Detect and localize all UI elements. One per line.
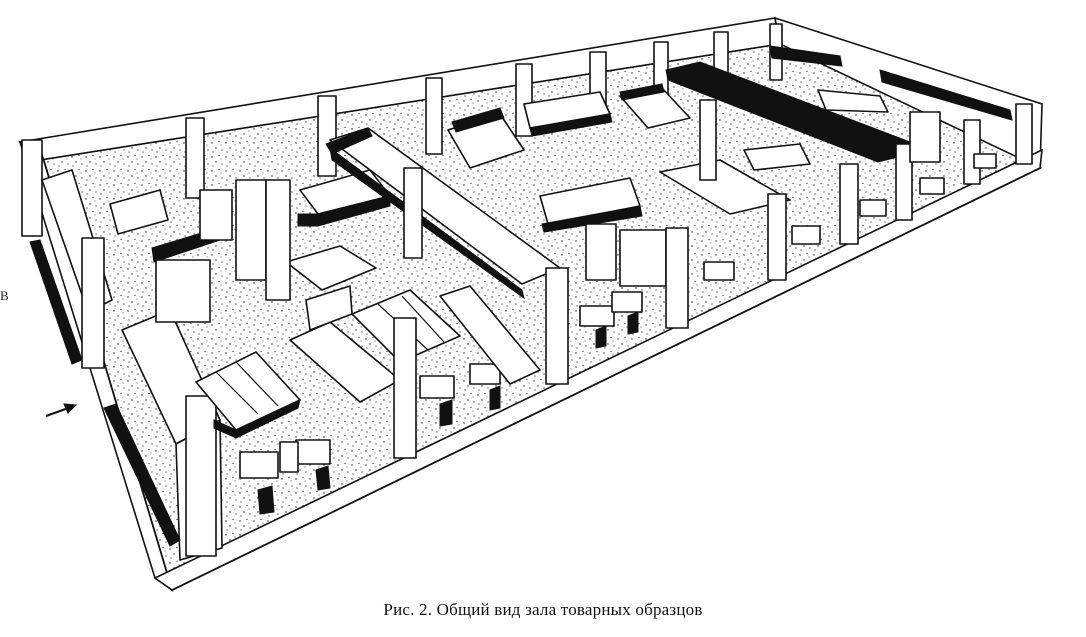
left-display-wall [29, 169, 113, 369]
front-wall [153, 148, 1043, 591]
mid-counters [447, 91, 689, 329]
right-tables [579, 153, 997, 349]
edge-letter: В [0, 288, 9, 303]
left-counter [109, 179, 291, 323]
front-tables [239, 363, 501, 515]
figure-caption: Рис. 2. Общий вид зала товарных образцов [383, 600, 703, 619]
front-left-showcase [103, 309, 301, 561]
showroom-drawing [18, 16, 1043, 592]
back-right-displays [743, 45, 1013, 171]
long-divider [325, 127, 569, 385]
center-showcase [285, 169, 461, 459]
arrow-icon [45, 403, 78, 417]
